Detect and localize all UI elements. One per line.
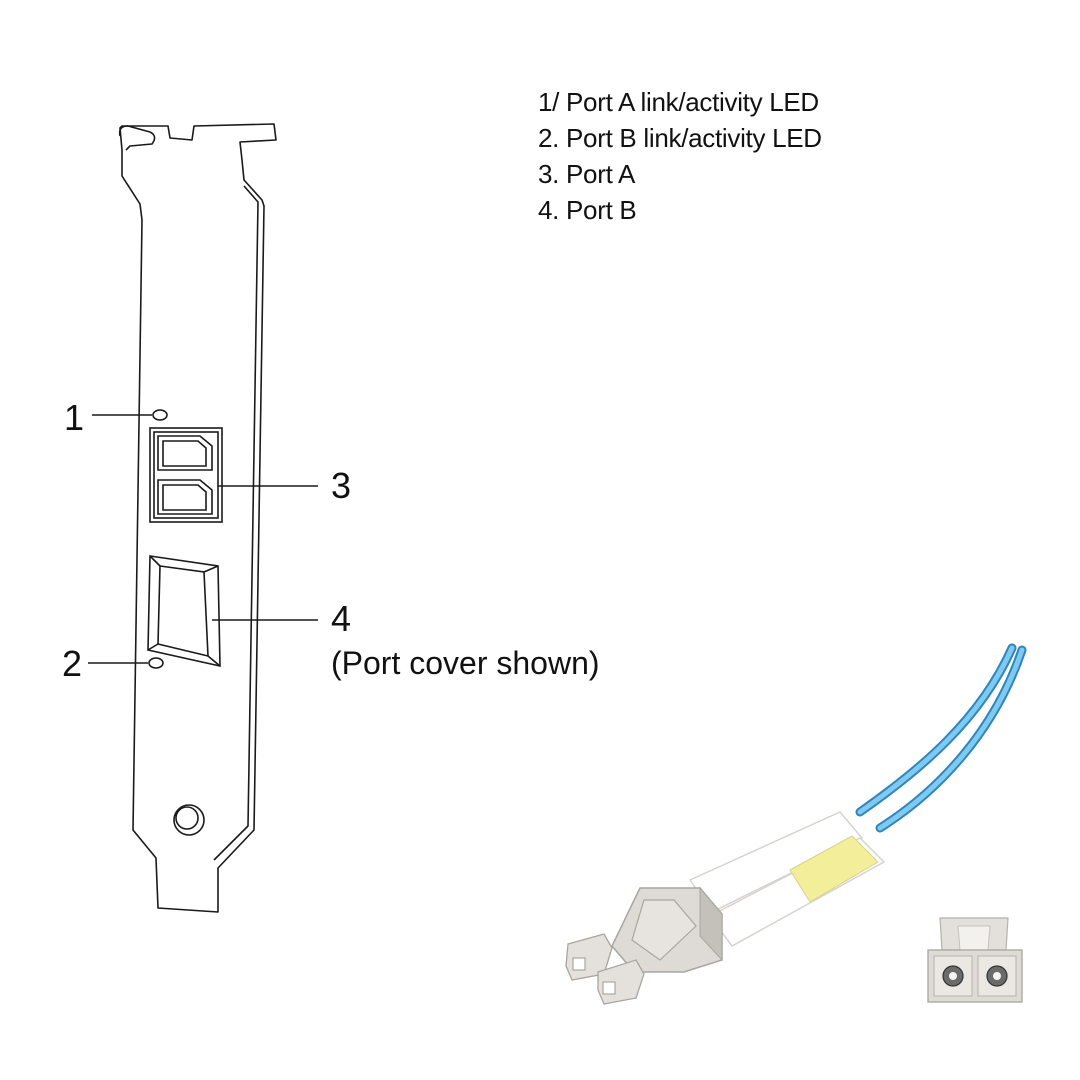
bracket-hook (118, 125, 156, 151)
lc-port-face (927, 917, 1023, 1003)
port-a-connector (149, 427, 223, 523)
callout-4: 4 (331, 598, 352, 639)
legend-item-port-b-led: 2. Port B link/activity LED (538, 123, 822, 153)
bracket-outline (119, 123, 277, 913)
bracket-inner-edge (213, 185, 259, 861)
port-a-led (152, 409, 168, 421)
callout-1: 1 (64, 397, 85, 438)
legend-item-port-b: 4. Port B (538, 195, 637, 225)
mounting-hole-inner (175, 806, 199, 830)
legend-item-port-a: 3. Port A (538, 159, 636, 189)
pcie-bracket (118, 123, 277, 913)
mounting-hole (173, 804, 205, 836)
cable-sleeve-band (789, 835, 879, 903)
callout-3: 3 (331, 465, 352, 506)
legend: 1/ Port A link/activity LED 2. Port B li… (538, 84, 822, 228)
legend-item-port-a-led: 1/ Port A link/activity LED (538, 87, 819, 117)
port-b-cover (147, 555, 221, 668)
callout-2: 2 (62, 643, 83, 684)
lc-fiber-cable (565, 643, 1027, 1005)
port-b-led (148, 657, 164, 669)
lc-connector-latch (631, 899, 697, 961)
port-cover-note: (Port cover shown) (331, 645, 600, 681)
leader-lines (88, 414, 318, 664)
